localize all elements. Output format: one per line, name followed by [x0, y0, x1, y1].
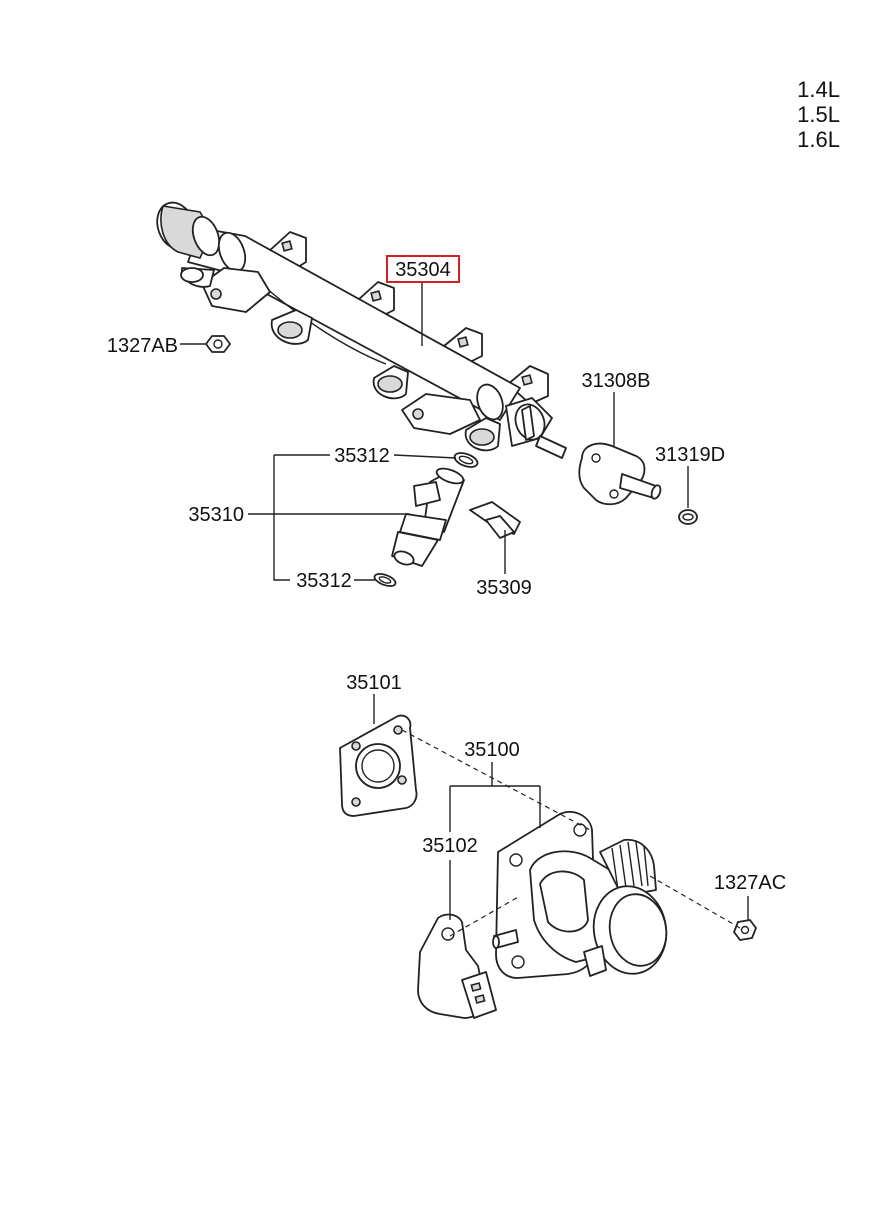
callout-31319d: 31319D — [655, 444, 725, 466]
o-ring-31319d-drawing — [678, 509, 698, 525]
engine-variant-label: 1.6L — [797, 127, 840, 152]
nut-1327ac-drawing — [733, 919, 757, 941]
callout-35309: 35309 — [476, 577, 532, 599]
callout-35312-top: 35312 — [334, 445, 390, 467]
injector-o-ring-bottom-drawing — [373, 573, 397, 587]
engine-variant-list: 1.4L 1.5L 1.6L — [797, 77, 840, 152]
throttle-position-sensor-drawing — [417, 913, 497, 1019]
injector-drawing — [391, 467, 465, 567]
callout-35310: 35310 — [188, 504, 244, 526]
callout-1327ab: 1327AB — [107, 335, 178, 357]
engine-variant-label: 1.4L — [797, 77, 840, 102]
callout-35101: 35101 — [346, 672, 402, 694]
gasket-drawing — [339, 714, 418, 817]
callout-35304: 35304 — [395, 259, 451, 281]
callout-35100: 35100 — [464, 739, 520, 761]
callout-labels: 35304 1327AB 31308B 31319D 35312 35310 3… — [107, 255, 786, 894]
injector-clip-drawing — [469, 501, 521, 539]
pressure-regulator-drawing — [578, 442, 662, 506]
nut-1327ab-drawing — [205, 335, 231, 353]
callout-35102: 35102 — [422, 835, 478, 857]
callout-1327ac: 1327AC — [714, 872, 786, 894]
fuel-rail-drawing — [156, 201, 567, 459]
leader-lines — [180, 281, 749, 937]
injector-o-ring-top-drawing — [453, 452, 479, 468]
callout-31308b: 31308B — [582, 370, 651, 392]
callout-35312-bottom: 35312 — [296, 570, 352, 592]
throttle-body-drawing — [492, 811, 668, 979]
engine-variant-label: 1.5L — [797, 102, 840, 127]
fuel-rail-callout-box — [386, 255, 460, 283]
